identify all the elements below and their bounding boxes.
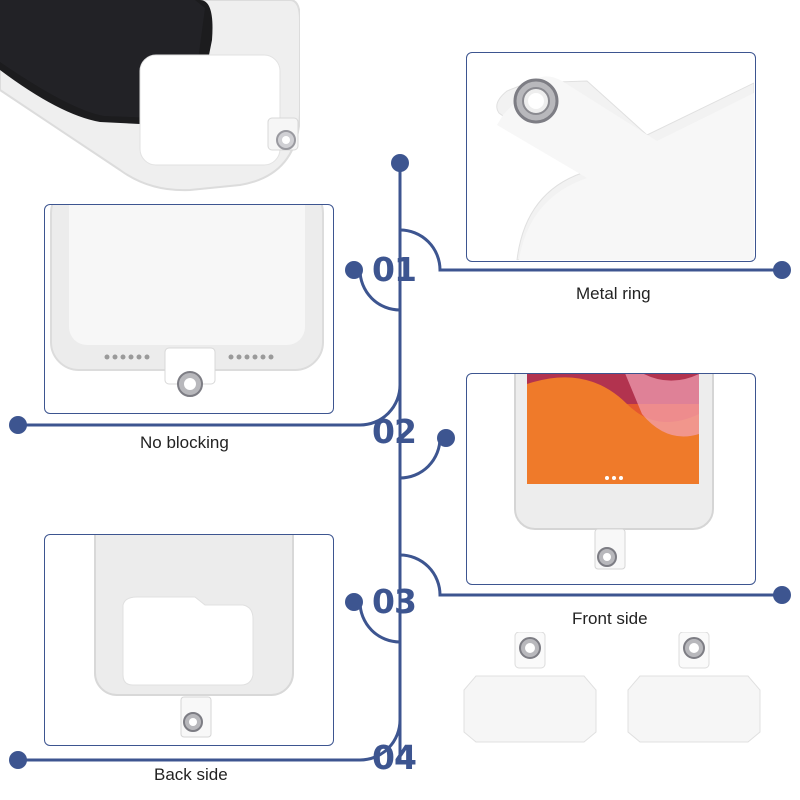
step-number-01: 01 [372, 250, 417, 289]
metal-ring-image-frame [466, 52, 756, 262]
caption-front-side: Front side [572, 609, 648, 628]
step-number-03: 03 [372, 582, 417, 621]
caption-no-blocking: No blocking [140, 433, 229, 452]
tether-patch-left [460, 631, 600, 744]
tether-patch-right [624, 631, 764, 744]
caption-metal-ring: Metal ring [576, 284, 651, 303]
back-side-image-frame [44, 534, 334, 746]
phone-case-top-photo [0, 0, 301, 195]
no-blocking-image-frame [44, 204, 334, 414]
step-number-02: 02 [372, 412, 417, 451]
step-number-04: 04 [372, 738, 417, 777]
caption-back-side: Back side [154, 765, 228, 784]
front-side-image-frame [466, 373, 756, 585]
